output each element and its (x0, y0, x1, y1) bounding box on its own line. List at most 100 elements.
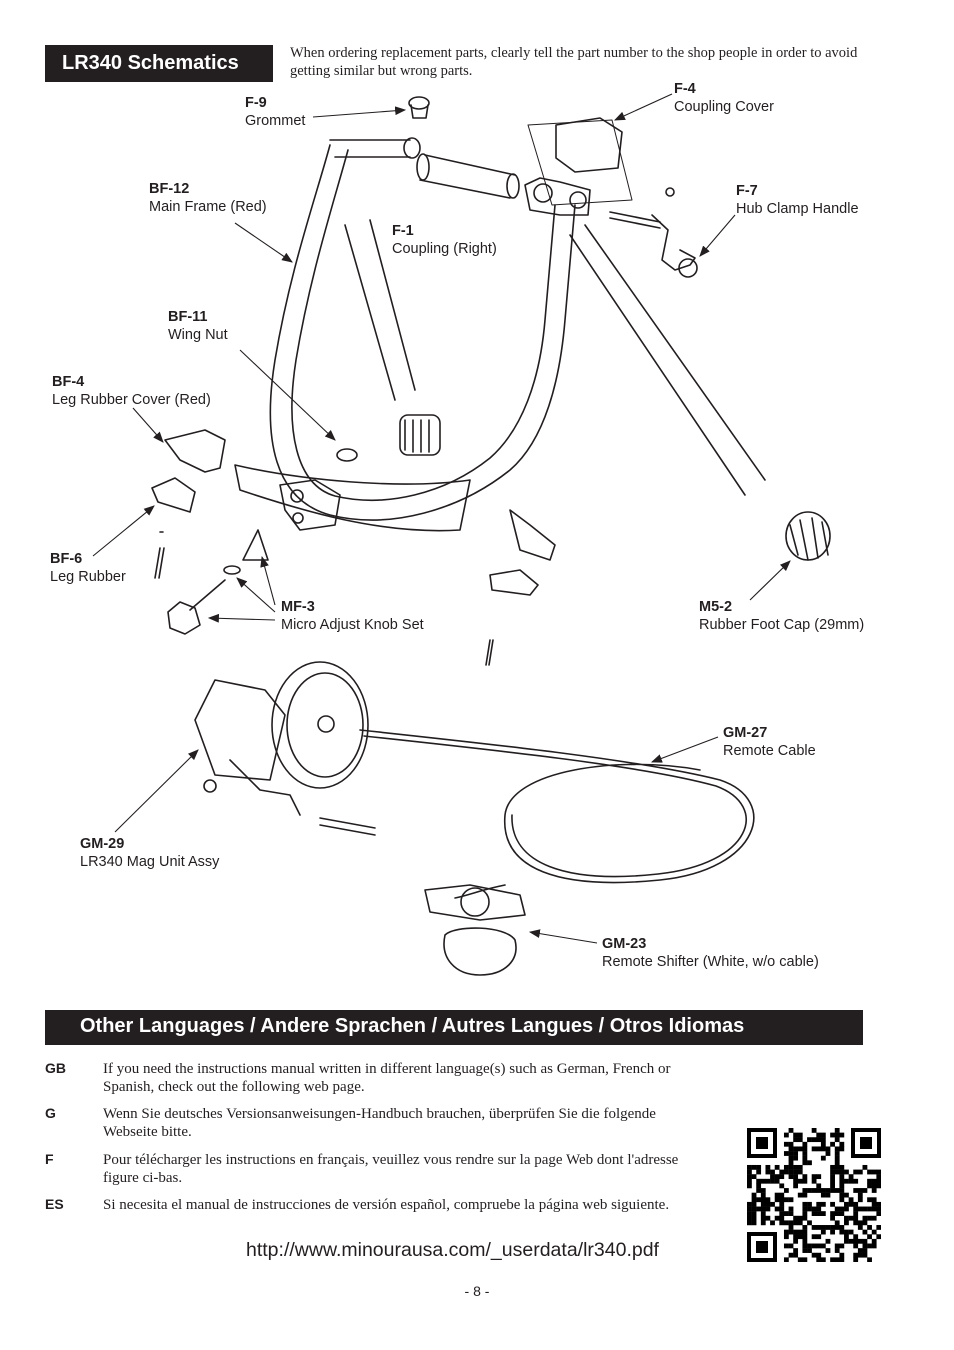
qr-module (793, 1238, 799, 1244)
qr-module (867, 1225, 872, 1230)
qr-module (857, 1188, 863, 1193)
part-name: Hub Clamp Handle (736, 201, 859, 217)
qr-module (793, 1155, 799, 1161)
qr-module (756, 1197, 762, 1203)
qr-module (844, 1192, 849, 1198)
qr-module (871, 1201, 877, 1207)
qr-module (853, 1206, 859, 1212)
qr-module (765, 1201, 771, 1207)
qr-module (857, 1169, 863, 1175)
qr-module (802, 1178, 808, 1184)
qr-module (760, 1220, 766, 1226)
manual-url[interactable]: http://www.minourausa.com/_userdata/lr34… (246, 1239, 659, 1261)
qr-module (876, 1206, 881, 1212)
qr-module (779, 1169, 785, 1175)
qr-module (802, 1201, 808, 1207)
qr-module (820, 1211, 826, 1216)
qr-module (857, 1238, 863, 1244)
qr-module (834, 1128, 840, 1133)
qr-module (848, 1238, 854, 1244)
qr-module (774, 1174, 780, 1180)
qr-module (788, 1169, 794, 1175)
qr-module (848, 1201, 854, 1207)
qr-module (839, 1132, 845, 1138)
part-name: Micro Adjust Knob Set (281, 617, 424, 633)
qr-module (788, 1141, 794, 1147)
qr-module (747, 1215, 752, 1221)
qr-module (802, 1151, 808, 1156)
qr-module (820, 1132, 826, 1138)
part-code: BF-4 (52, 374, 85, 390)
qr-module (788, 1225, 794, 1230)
qr-module (820, 1137, 826, 1143)
qr-module (844, 1201, 849, 1207)
qr-module (807, 1201, 812, 1207)
qr-module (830, 1211, 835, 1216)
qr-module (793, 1164, 799, 1170)
qr-module (876, 1169, 881, 1175)
qr-module (793, 1174, 799, 1180)
qr-module (770, 1174, 775, 1180)
qr-module (797, 1229, 803, 1235)
qr-module (747, 1206, 752, 1212)
qr-module (857, 1220, 863, 1226)
qr-module (871, 1178, 877, 1184)
qr-module (857, 1225, 863, 1230)
qr-module (853, 1188, 859, 1193)
qr-module (830, 1229, 835, 1235)
qr-module (793, 1215, 799, 1221)
qr-module (760, 1178, 766, 1184)
qr-module (783, 1234, 789, 1240)
qr-module (834, 1151, 840, 1156)
qr-module (839, 1197, 845, 1203)
qr-module (802, 1229, 808, 1235)
qr-module (820, 1155, 826, 1161)
qr-module (853, 1169, 859, 1175)
qr-module (756, 1178, 762, 1184)
qr-module (839, 1206, 845, 1212)
qr-module (867, 1234, 872, 1240)
qr-module (770, 1220, 775, 1226)
qr-module (793, 1183, 799, 1189)
qr-module (811, 1225, 817, 1230)
qr-module (747, 1164, 752, 1170)
qr-module (751, 1215, 757, 1221)
qr-module (857, 1192, 863, 1198)
qr-module (839, 1229, 845, 1235)
qr-module (816, 1201, 822, 1207)
qr-module (867, 1178, 872, 1184)
qr-module (820, 1146, 826, 1152)
part-label-f9: F-9 Grommet (245, 94, 305, 130)
qr-module (830, 1183, 835, 1189)
qr-module (830, 1174, 835, 1180)
qr-module (797, 1169, 803, 1175)
qr-module (857, 1248, 863, 1253)
language-code: ES (45, 1196, 64, 1212)
qr-module (816, 1243, 822, 1249)
qr-module (760, 1215, 766, 1221)
qr-module (774, 1206, 780, 1212)
qr-module (830, 1225, 835, 1230)
qr-module (862, 1229, 868, 1235)
qr-code[interactable] (747, 1128, 881, 1262)
qr-module (830, 1201, 835, 1207)
qr-module (774, 1178, 780, 1184)
qr-module (788, 1243, 794, 1249)
part-label-gm27: GM-27 Remote Cable (723, 724, 816, 760)
qr-module (807, 1220, 812, 1226)
qr-module (783, 1141, 789, 1147)
part-label-gm29: GM-29 LR340 Mag Unit Assy (80, 835, 219, 871)
qr-module (756, 1164, 762, 1170)
qr-module (834, 1188, 840, 1193)
qr-module (867, 1215, 872, 1221)
qr-module (830, 1164, 835, 1170)
qr-module (797, 1192, 803, 1198)
qr-module (793, 1248, 799, 1253)
part-code: M5-2 (699, 599, 733, 615)
qr-module (839, 1164, 845, 1170)
qr-module (783, 1229, 789, 1235)
part-label-mf3: MF-3 Micro Adjust Knob Set (281, 598, 424, 634)
qr-module (765, 1215, 771, 1221)
qr-module (788, 1155, 794, 1161)
qr-module (765, 1206, 771, 1212)
